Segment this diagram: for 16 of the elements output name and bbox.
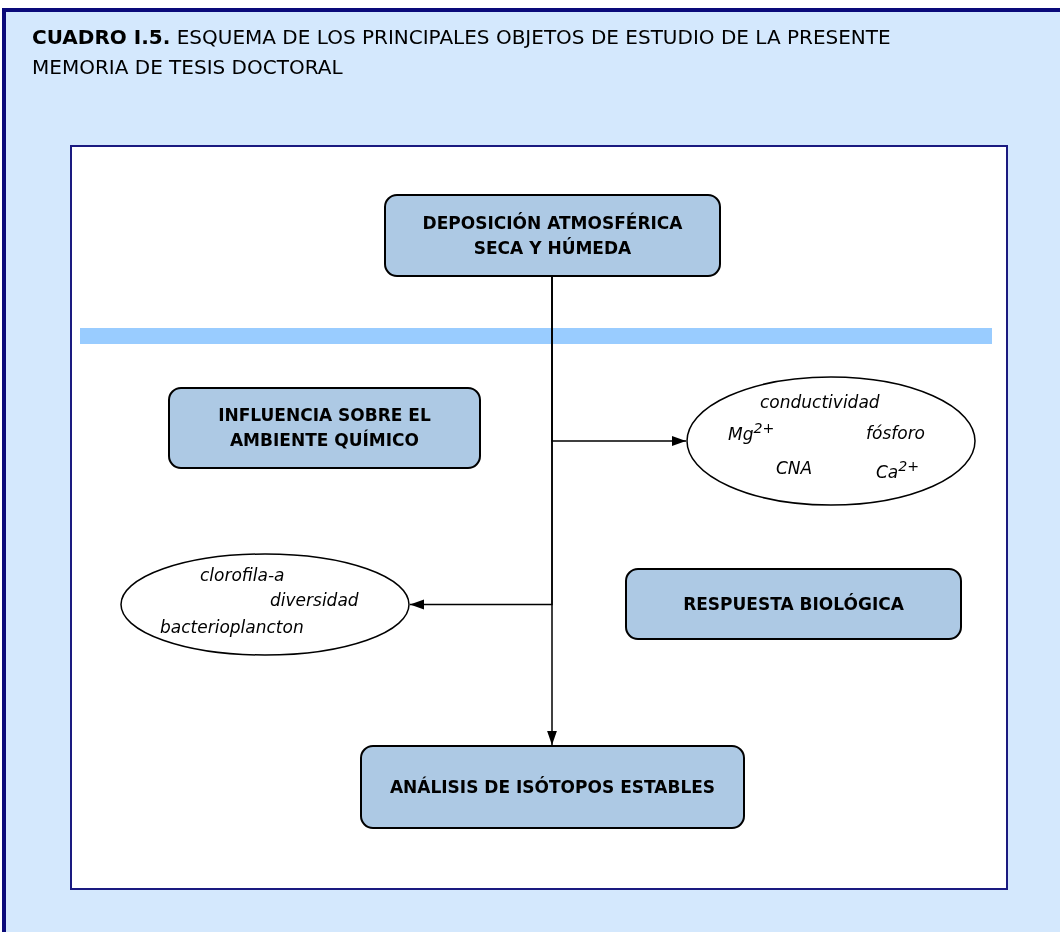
arrow	[409, 276, 553, 610]
variable-label: Mg$^{2+}$	[728, 420, 775, 444]
process-box: INFLUENCIA SOBRE EL AMBIENTE QUÍMICO	[168, 387, 481, 469]
variable-ellipse	[120, 553, 410, 656]
variable-label: clorofila-a	[200, 565, 285, 585]
variable-label: CNA	[776, 458, 813, 478]
process-box: DEPOSICIÓN ATMOSFÉRICA SECA Y HÚMEDA	[384, 194, 721, 277]
variable-label: Ca$^{2+}$	[876, 458, 920, 482]
variable-label: diversidad	[270, 590, 359, 610]
title: CUADRO I.5. ESQUEMA DE LOS PRINCIPALES OBJETOS DE ESTUDIO DE LA PRESENTE MEMORIA DE TESIS DOCTORAL	[32, 24, 892, 81]
variable-ellipse	[686, 376, 976, 506]
process-box: ANÁLISIS DE ISÓTOPOS ESTABLES	[360, 745, 745, 829]
variable-label: conductividad	[760, 392, 880, 412]
variable-label: bacterioplancton	[160, 617, 304, 637]
process-box: RESPUESTA BIOLÓGICA	[625, 568, 962, 640]
variable-label: fósforo	[866, 423, 926, 443]
